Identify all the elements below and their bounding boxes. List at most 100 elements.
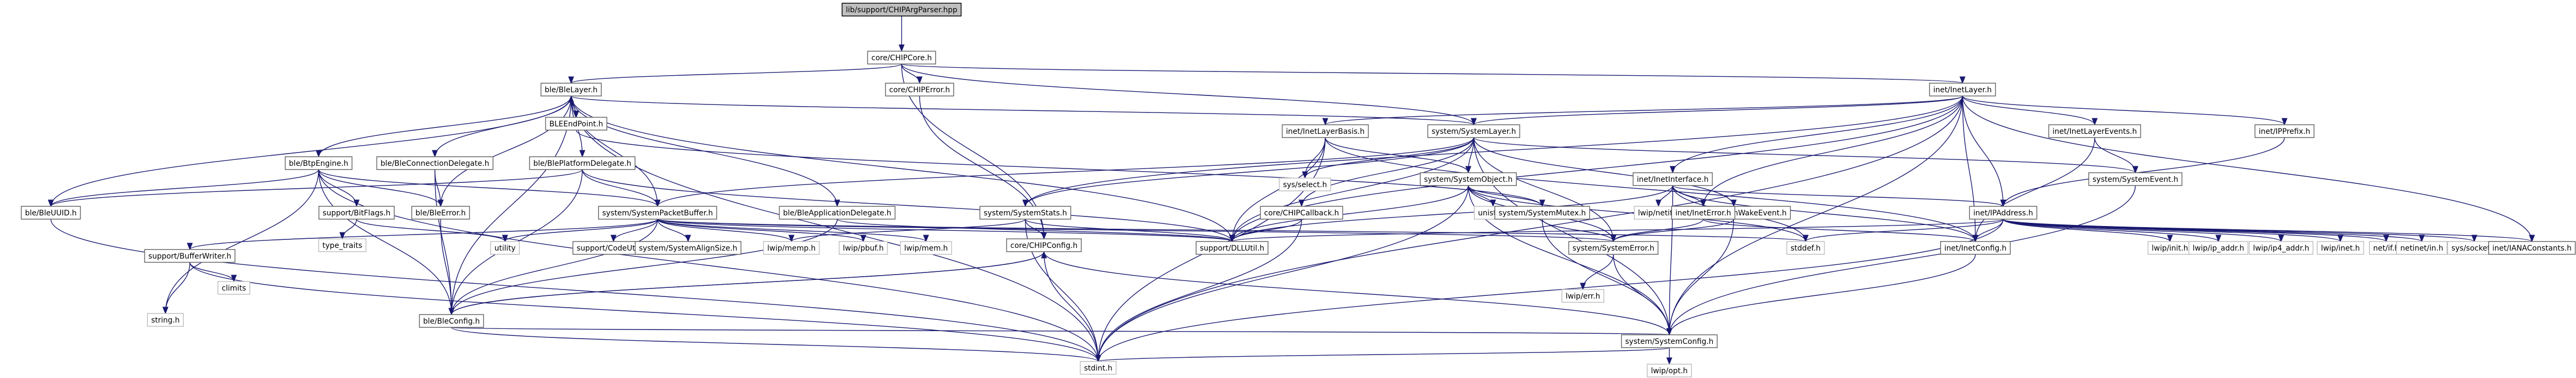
node-label: inet/IANAConstants.h	[2492, 244, 2572, 253]
node-sysobject[interactable]: system/SystemObject.h	[1420, 172, 1517, 186]
node-box	[1568, 241, 1659, 255]
node-lwiperr: lwip/err.h	[1561, 289, 1605, 303]
node-box	[841, 3, 962, 17]
node-sysstats[interactable]: system/SystemStats.h	[979, 206, 1072, 220]
edge-syslayer-to-sysconfig	[1473, 137, 1673, 336]
node-label: core/CHIPError.h	[889, 86, 950, 94]
node-label: ble/BlePlatformDelegate.h	[533, 159, 631, 168]
edge-supbufwriter-to-climits	[189, 262, 237, 283]
edge-btpengine-to-supbitflags	[318, 169, 360, 207]
node-label: inet/IPPrefix.h	[2259, 127, 2310, 136]
node-box	[419, 314, 484, 328]
node-box	[1671, 206, 1736, 220]
node-label: system/SystemStats.h	[984, 209, 1067, 218]
edge-ipaddress-to-lwipip4addr	[2002, 219, 2284, 243]
node-ipprefix[interactable]: inet/IPPrefix.h	[2254, 124, 2315, 138]
node-box	[1260, 206, 1344, 220]
node-label: ble/BleApplicationDelegate.h	[783, 209, 891, 218]
node-inetlayer[interactable]: inet/InetLayer.h	[1929, 83, 1996, 96]
edge-sysconfig-to-stdint	[1095, 347, 1670, 363]
node-sysconfig[interactable]: system/SystemConfig.h	[1621, 334, 1718, 348]
node-bleerror[interactable]: ble/BleError.h	[411, 206, 470, 220]
node-label: ble/BleError.h	[415, 209, 465, 218]
edge-syspktbuf-to-bleconfig	[448, 219, 658, 316]
node-label: system/SystemMutex.h	[1499, 209, 1586, 218]
edge-btpengine-to-stdint	[318, 169, 1101, 363]
node-inetlayerbasis[interactable]: inet/InetLayerBasis.h	[1281, 124, 1369, 138]
node-label: sys/socket.h	[2451, 244, 2497, 253]
node-ineterror[interactable]: inet/InetError.h	[1671, 206, 1736, 220]
edge-inetlayer-to-inetiface	[1670, 95, 1963, 174]
edge-ineterror-to-inetconfig	[1703, 219, 1978, 243]
edge-inetlayer-to-sysstats	[1022, 95, 1963, 207]
node-sysalign[interactable]: system/SystemAlignSize.h	[634, 241, 742, 255]
node-btpengine[interactable]: ble/BtpEngine.h	[284, 156, 353, 170]
edge-syspktbuf-to-lwipmem	[657, 219, 929, 243]
node-bleuuid[interactable]: ble/BleUUID.h	[21, 206, 81, 220]
node-supbufwriter[interactable]: support/BufferWriter.h	[144, 249, 236, 263]
node-syslayer[interactable]: system/SystemLayer.h	[1427, 124, 1520, 138]
edge-sysobject-to-stdint	[1095, 185, 1469, 363]
edge-blelayer-to-bleerror	[437, 95, 572, 207]
edge-bleappdel-to-bleconfig	[448, 219, 838, 316]
edge-bleconfig-to-stdint	[451, 327, 1101, 363]
node-ipaddress[interactable]: inet/IPAddress.h	[1969, 206, 2038, 220]
edge-chipconfig-to-sysconfig	[1043, 251, 1672, 336]
node-inetconfig[interactable]: inet/InetConfig.h	[1940, 241, 2011, 255]
node-box	[2488, 241, 2576, 255]
edge-bleendpoint-to-blelayer	[568, 95, 577, 118]
node-label: type_traits	[322, 242, 362, 250]
edge-syspktbuf-to-supbufwriter	[187, 219, 658, 251]
node-box	[2317, 241, 2364, 255]
node-bleendpoint[interactable]: BLEEndPoint.h	[545, 117, 608, 131]
node-bleplatdel[interactable]: ble/BlePlatformDelegate.h	[529, 156, 636, 170]
node-syserror[interactable]: system/SystemError.h	[1568, 241, 1659, 255]
node-bleconfig[interactable]: ble/BleConfig.h	[419, 314, 484, 328]
edge-chipcore-to-chiperror	[901, 63, 923, 84]
node-box	[529, 156, 636, 170]
node-chipconfig[interactable]: core/CHIPConfig.h	[1006, 238, 1082, 252]
edge-blelayer-to-bleconfig	[448, 95, 572, 316]
node-label: core/CHIPCore.h	[871, 54, 932, 62]
edge-inetlayer-to-ipprefix	[1962, 95, 2287, 126]
node-chiperror[interactable]: core/CHIPError.h	[885, 83, 954, 96]
edge-inetlayer-to-inetlayerbasis	[1322, 95, 1963, 126]
node-box	[763, 241, 820, 255]
node-inetlayerevents[interactable]: inet/InetLayerEvents.h	[2048, 124, 2141, 138]
node-chipcallback[interactable]: core/CHIPCallback.h	[1260, 206, 1344, 220]
node-box	[490, 241, 520, 255]
node-bleconndel[interactable]: ble/BleConnectionDelegate.h	[376, 156, 494, 170]
node-supdllutil[interactable]: support/DLLUtil.h	[1196, 241, 1269, 255]
node-utility: utility	[490, 241, 520, 255]
edge-chipcore-to-syslayer	[901, 63, 1477, 126]
node-sysevent[interactable]: system/SystemEvent.h	[2088, 172, 2182, 186]
edge-chipconfig-to-stdint	[1043, 251, 1101, 363]
node-blelayer[interactable]: ble/BleLayer.h	[541, 83, 602, 96]
node-ianaconst[interactable]: inet/IANAConstants.h	[2488, 241, 2576, 255]
edge-syslayer-to-syssel	[1302, 137, 1474, 179]
node-label: lwip/mem.h	[904, 244, 948, 253]
node-box	[979, 206, 1072, 220]
node-box	[411, 206, 470, 220]
node-stddef: stddef.h	[1786, 241, 1825, 255]
edge-sysstats-to-supdllutil	[1025, 219, 1235, 243]
edge-inetlayer-to-syslayer	[1471, 95, 1963, 126]
node-sysmutex[interactable]: system/SystemMutex.h	[1494, 206, 1590, 220]
node-syspktbuf[interactable]: system/SystemPacketBuffer.h	[598, 206, 717, 220]
edge-inetlayer-to-ianaconst	[1962, 95, 2535, 243]
node-climits: climits	[217, 281, 250, 295]
node-label: BLEEndPoint.h	[549, 120, 603, 128]
node-supbitflags[interactable]: support/BitFlags.h	[318, 206, 395, 220]
edge-syslayer-to-sysstats	[1022, 137, 1474, 207]
node-chipcore[interactable]: core/CHIPCore.h	[867, 51, 936, 65]
edge-bleconndel-to-bleconfig	[434, 169, 455, 316]
node-label: ble/BleUUID.h	[25, 209, 77, 218]
node-label: ble/BleConfig.h	[423, 317, 480, 326]
node-bleappdel[interactable]: ble/BleApplicationDelegate.h	[779, 206, 896, 220]
node-root[interactable]: lib/support/CHIPArgParser.hpp	[841, 3, 962, 17]
node-label: inet/InetInterface.h	[1637, 175, 1709, 184]
edge-syspktbuf-to-supdllutil	[657, 219, 1235, 243]
node-box	[1420, 172, 1517, 186]
node-inetiface[interactable]: inet/InetInterface.h	[1632, 172, 1713, 186]
edge-blelayer-to-bleuuid	[47, 95, 572, 207]
